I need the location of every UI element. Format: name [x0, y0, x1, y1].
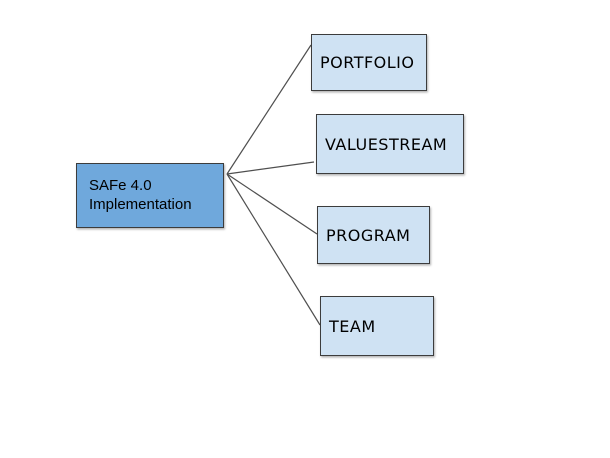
node-portfolio-label: PORTFOLIO	[320, 53, 415, 72]
connector-root-program	[226, 173, 318, 235]
root-label-line2: Implementation	[89, 195, 192, 213]
node-portfolio[interactable]: PORTFOLIO	[311, 34, 427, 91]
node-safe-implementation[interactable]: SAFe 4.0 Implementation	[76, 163, 224, 228]
node-program-label: PROGRAM	[326, 225, 411, 245]
root-node-label: SAFe 4.0 Implementation	[89, 177, 192, 215]
node-team-label: TEAM	[329, 316, 376, 336]
connector-root-team	[226, 173, 321, 326]
root-label-line1: SAFe 4.0	[89, 176, 152, 194]
node-valuestream-label: VALUESTREAM	[325, 134, 448, 154]
node-valuestream[interactable]: VALUESTREAM	[316, 114, 464, 174]
connector-root-portfolio	[226, 44, 312, 175]
connector-root-valuestream	[226, 161, 315, 175]
node-team[interactable]: TEAM	[320, 296, 434, 356]
node-program[interactable]: PROGRAM	[317, 206, 430, 264]
